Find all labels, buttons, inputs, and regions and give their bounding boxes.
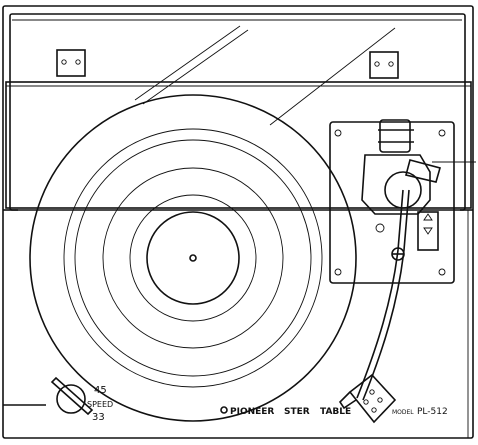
hinge-left [56,49,86,77]
hinge-right [369,51,399,79]
speed-label-text: SPEED [87,400,113,409]
pioneer-logo-icon [220,406,228,414]
tonearm [338,189,410,424]
dust-cover [5,13,472,211]
model-number: PL-512 [417,407,448,417]
model-prefix: MODEL [392,409,414,416]
platter [29,94,357,422]
speed-label-45: 45 [94,385,107,396]
brand-table: TABLE [320,407,351,417]
brand-plate: PIONEER STER TABLE MODEL PL-512 [220,406,448,417]
plinth [2,5,474,439]
brand-name: PIONEER [230,407,274,417]
speed-label-33: 33 [92,412,105,423]
headshell [348,373,397,424]
tonearm-base [329,119,455,284]
speed-selector[interactable] [3,376,94,416]
brand-mid: STER [284,407,310,417]
